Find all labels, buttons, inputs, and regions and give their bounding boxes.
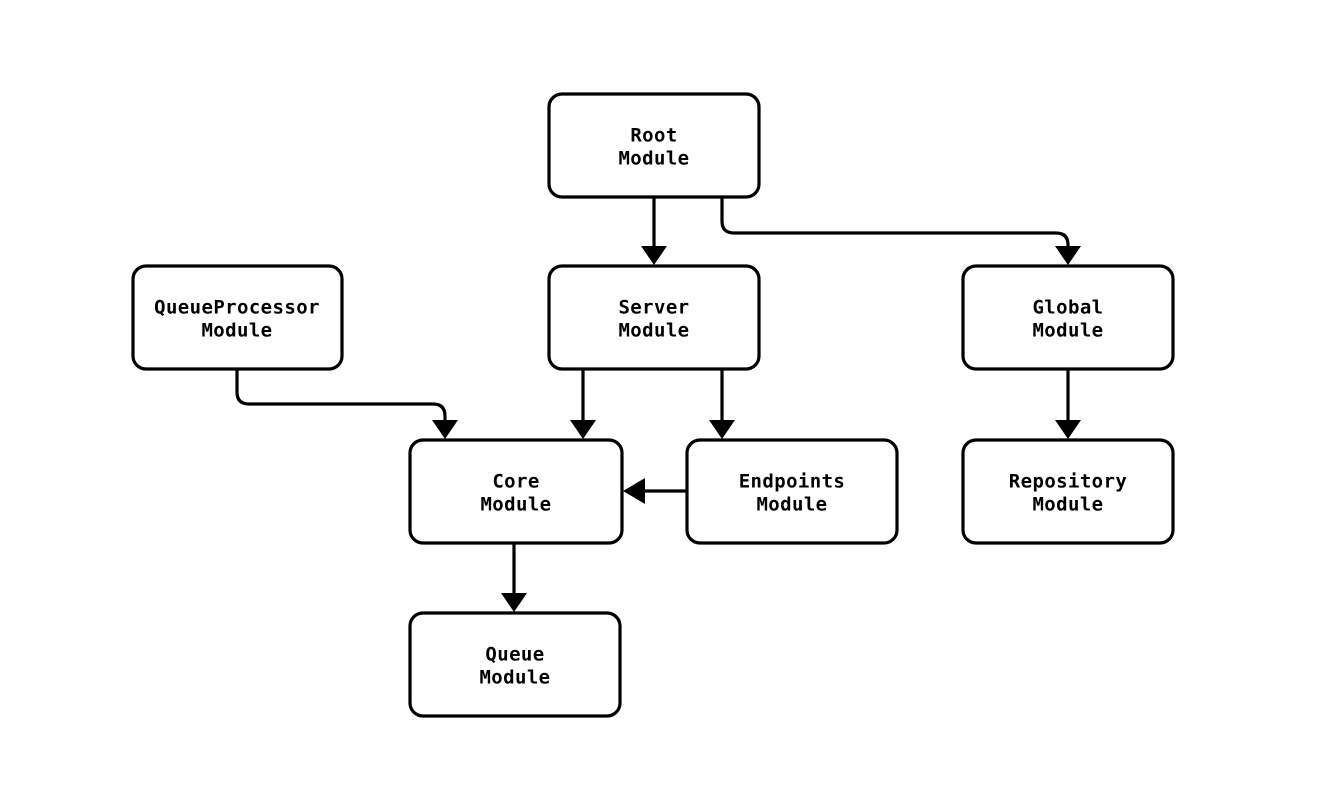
- node-core-module-label-line1: Core: [492, 471, 539, 493]
- node-server-module-box[interactable]: [547, 264, 761, 371]
- edge-server-to-core-arrowhead: [570, 420, 596, 439]
- node-queue-module-box[interactable]: [408, 611, 622, 718]
- node-queue-module[interactable]: Queue Module: [408, 611, 622, 718]
- node-endpoints-module-label-line2: Module: [756, 494, 827, 516]
- node-repository-module-label-line2: Module: [1032, 494, 1103, 516]
- node-repository-module-label-line1: Repository: [1009, 471, 1127, 493]
- node-server-module-label-line1: Server: [618, 297, 689, 319]
- node-repository-module-box[interactable]: [961, 438, 1175, 545]
- edge-queueprocessor-to-core-line: [235, 369, 447, 422]
- node-endpoints-module-box[interactable]: [685, 438, 899, 545]
- edge-root-to-server-arrowhead: [641, 246, 667, 265]
- node-root-module-label-line2: Module: [618, 148, 689, 170]
- node-endpoints-module[interactable]: Endpoints Module: [685, 438, 899, 545]
- node-queueprocessor-module-label-line2: Module: [201, 320, 272, 342]
- edge-queueprocessor-to-core: [235, 369, 458, 439]
- edge-root-to-global: [720, 197, 1081, 265]
- node-core-module-label-line2: Module: [480, 494, 551, 516]
- edge-global-to-repository: [1055, 369, 1081, 439]
- edge-server-to-endpoints: [709, 369, 735, 439]
- node-server-module-label-line2: Module: [618, 320, 689, 342]
- edge-layer: [235, 197, 1081, 612]
- edge-queueprocessor-to-core-arrowhead: [432, 420, 458, 439]
- node-core-module-box[interactable]: [408, 438, 624, 545]
- edge-root-to-global-line: [720, 197, 1070, 248]
- edge-endpoints-to-core: [623, 478, 687, 504]
- node-queueprocessor-module[interactable]: QueueProcessor Module: [131, 264, 344, 371]
- node-core-module[interactable]: Core Module: [408, 438, 624, 545]
- edge-endpoints-to-core-arrowhead: [623, 478, 645, 504]
- node-queue-module-label-line2: Module: [479, 667, 550, 689]
- node-root-module-box[interactable]: [547, 92, 761, 199]
- edge-root-to-server: [641, 197, 667, 265]
- node-global-module-box[interactable]: [961, 264, 1175, 371]
- node-layer: Root Module QueueProcessor Module Server…: [131, 92, 1175, 718]
- node-server-module[interactable]: Server Module: [547, 264, 761, 371]
- node-global-module-label-line2: Module: [1032, 320, 1103, 342]
- edge-core-to-queue-arrowhead: [501, 593, 527, 612]
- node-queueprocessor-module-box[interactable]: [131, 264, 344, 371]
- node-global-module[interactable]: Global Module: [961, 264, 1175, 371]
- node-global-module-label-line1: Global: [1032, 297, 1103, 319]
- edge-server-to-core: [570, 369, 596, 439]
- node-repository-module[interactable]: Repository Module: [961, 438, 1175, 545]
- edge-root-to-global-arrowhead: [1055, 246, 1081, 265]
- node-queue-module-label-line1: Queue: [485, 644, 544, 666]
- edge-server-to-endpoints-arrowhead: [709, 420, 735, 439]
- node-endpoints-module-label-line1: Endpoints: [739, 471, 846, 493]
- node-root-module-label-line1: Root: [630, 125, 677, 147]
- node-root-module[interactable]: Root Module: [547, 92, 761, 199]
- node-queueprocessor-module-label-line1: QueueProcessor: [154, 297, 320, 319]
- edge-core-to-queue: [501, 543, 527, 612]
- edge-global-to-repository-arrowhead: [1055, 420, 1081, 439]
